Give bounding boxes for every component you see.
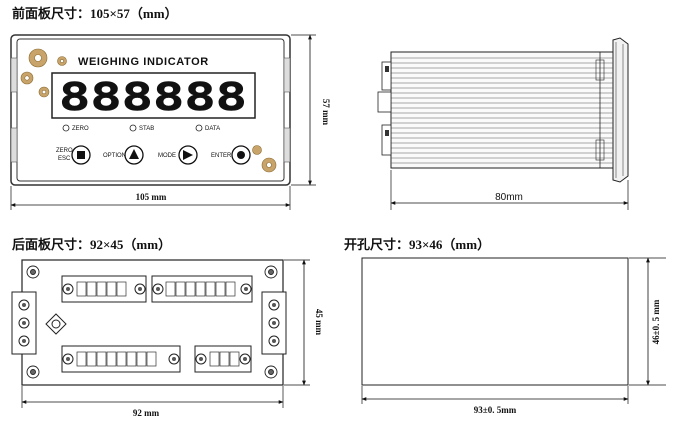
enter-button[interactable]: ENTER	[211, 145, 251, 165]
front-height-dimension: 57 mm	[291, 34, 331, 186]
indicator-stab: STAB	[129, 124, 154, 132]
svg-text:45 mm: 45 mm	[314, 309, 324, 336]
rear-panel	[11, 259, 287, 386]
rear-height-dimension: 45 mm	[284, 259, 324, 386]
svg-text:80mm: 80mm	[495, 192, 523, 203]
brand-label: WEIGHING INDICATOR	[78, 56, 209, 68]
indicator-data: DATA	[195, 124, 220, 132]
right-arrow-icon	[183, 150, 193, 160]
svg-text:46±0. 5 mm: 46±0. 5 mm	[651, 299, 661, 344]
svg-text:STAB: STAB	[139, 126, 154, 132]
svg-text:ENTER: ENTER	[211, 153, 232, 159]
front-width-dimension: 105 mm	[10, 186, 291, 210]
svg-text:ZERO: ZERO	[56, 148, 73, 154]
display-digits: 888888	[59, 75, 247, 119]
rear-panel-title: 后面板尺寸：92×45（mm）	[12, 237, 172, 252]
svg-text:57 mm: 57 mm	[321, 99, 331, 126]
option-button[interactable]: OPTION	[103, 145, 144, 165]
enter-dot-icon	[237, 151, 245, 159]
svg-text:105 mm: 105 mm	[136, 192, 167, 202]
svg-text:ESC: ESC	[58, 156, 71, 162]
zero-esc-button[interactable]: ZERO ESC	[56, 145, 91, 165]
cutout-width-dimension: 93±0. 5mm	[361, 386, 629, 415]
side-depth-dimension: 80mm	[390, 170, 629, 210]
svg-text:ZERO: ZERO	[72, 126, 89, 132]
stop-icon	[77, 151, 85, 159]
svg-text:MODE: MODE	[158, 153, 176, 159]
side-view	[377, 37, 629, 183]
rear-width-dimension: 92 mm	[21, 386, 284, 418]
svg-text:93±0. 5mm: 93±0. 5mm	[474, 405, 517, 415]
cutout-title: 开孔尺寸：93×46（mm）	[344, 237, 491, 252]
up-arrow-icon	[129, 149, 139, 159]
svg-text:92 mm: 92 mm	[133, 408, 160, 418]
front-panel: WEIGHING INDICATOR 888888 ZERO STAB DATA…	[10, 34, 291, 186]
front-panel-title: 前面板尺寸：105×57（mm）	[12, 6, 178, 21]
cutout-rectangle	[361, 257, 629, 386]
svg-text:OPTION: OPTION	[103, 153, 126, 159]
cutout-height-dimension: 46±0. 5 mm	[629, 257, 666, 386]
display-window	[51, 72, 256, 119]
svg-text:DATA: DATA	[205, 126, 220, 132]
mode-button[interactable]: MODE	[158, 145, 198, 165]
indicator-zero: ZERO	[62, 124, 89, 132]
gear-logo-icon	[20, 48, 277, 173]
